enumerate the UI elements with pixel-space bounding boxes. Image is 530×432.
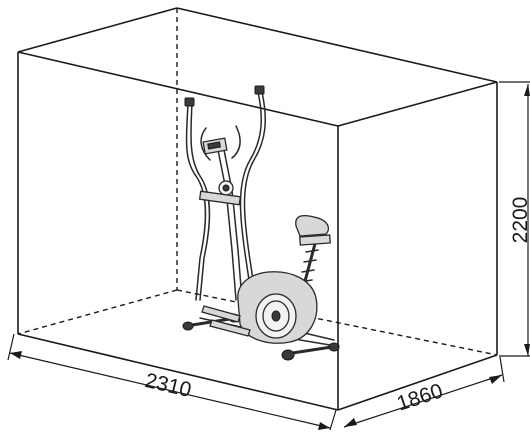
box-edge-bottom-front (17, 333, 339, 411)
width-dimension-line (9, 352, 331, 429)
depth-dimension: 1860 (343, 356, 505, 428)
room-box (17, 7, 498, 411)
hidden-edge-floor-right (176, 289, 498, 356)
height-label: 2200 (509, 197, 530, 244)
box-edge-top-right (176, 7, 498, 83)
depth-label: 1860 (394, 379, 446, 415)
width-arrow-right (318, 422, 330, 430)
width-extension-right (329, 409, 337, 431)
width-arrow-left (10, 351, 22, 359)
depth-dimension-line (343, 374, 503, 428)
width-extension-left (7, 333, 15, 361)
height-dimension: 2200 (499, 81, 530, 357)
hidden-edges (17, 8, 498, 356)
cross-trainer-illustration (182, 85, 340, 361)
box-edge-bottom-side (337, 354, 498, 411)
hidden-edge-floor-left (17, 289, 178, 335)
height-arrow-bottom (524, 344, 530, 356)
box-edge-top-front (17, 51, 339, 127)
depth-extension-right (499, 356, 505, 383)
depth-arrow-left (344, 418, 357, 427)
height-arrow-top (524, 84, 530, 96)
depth-arrow-right (489, 375, 502, 384)
box-edge-top-side (337, 81, 498, 127)
box-edge-top-back (17, 7, 178, 53)
width-dimension: 2310 (7, 333, 337, 431)
